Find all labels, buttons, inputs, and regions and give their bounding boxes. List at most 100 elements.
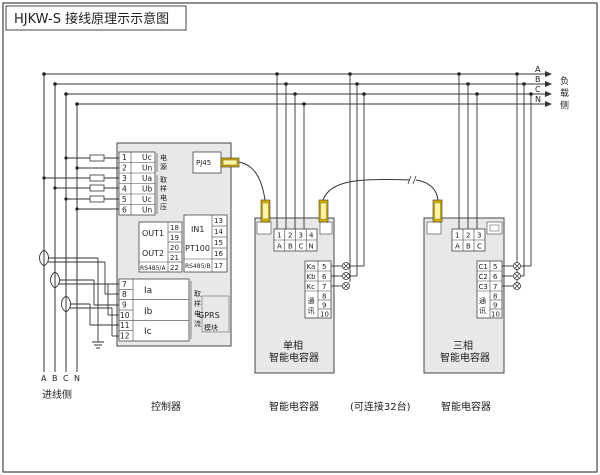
cs-k-num-6: 6 <box>322 273 327 281</box>
ct3-phase-c: C <box>477 243 482 251</box>
in-num-15: 15 <box>214 239 223 247</box>
vt-name-2: Un <box>142 164 152 173</box>
ct-name-ic: Ic <box>144 327 152 337</box>
gprs-label: GPRS <box>198 311 220 320</box>
ct-num-12: 12 <box>120 332 130 341</box>
load-side-char-2: 载 <box>560 87 569 99</box>
ct3-c-switch-marks <box>514 263 520 289</box>
bus-label-c: C <box>535 85 541 94</box>
ct-name-ib: Ib <box>144 307 153 317</box>
cs-phase-c: C <box>299 243 304 251</box>
cs-name-line2: 智能电容器 <box>269 351 319 364</box>
title-box <box>5 5 187 31</box>
ct-name-ia: Ia <box>144 286 152 296</box>
comm-cables <box>238 161 439 201</box>
chain-note: (可连接32台) <box>350 400 411 413</box>
vt-num-6: 6 <box>122 206 127 215</box>
voltage-terminal-grid <box>119 152 155 215</box>
ct3-port-left <box>426 221 442 235</box>
i-sample-label: 取 样 电 流 <box>194 290 201 328</box>
cs-comm-num-10: 10 <box>320 311 329 319</box>
out-num-19: 19 <box>170 234 179 242</box>
cs-bus-wires <box>276 74 305 229</box>
power-char-1: 电 <box>160 153 167 162</box>
out-num-18: 18 <box>170 224 179 232</box>
cs-phase-b: B <box>288 243 293 251</box>
pj45-connector-inner <box>222 159 238 166</box>
out-num-20: 20 <box>170 244 179 252</box>
incoming-n: N <box>74 374 80 383</box>
cs-port-left <box>256 221 272 235</box>
ct3-comm-char-1: 通 <box>479 296 486 305</box>
cs-caption: 智能电容器 <box>269 400 319 413</box>
in-num-13: 13 <box>214 217 223 225</box>
cs-comm-char-1: 通 <box>308 296 315 305</box>
ct3-bus-wires <box>458 74 478 229</box>
vt-num-2: 2 <box>122 164 127 173</box>
ct3-c-num-7: 7 <box>493 283 497 291</box>
is-char-1: 取 <box>194 290 201 298</box>
current-terminal-labels: 7 8 9 10 11 12 <box>120 280 130 341</box>
out-block <box>138 221 183 273</box>
plug-connectors <box>260 199 443 223</box>
is-char-4: 流 <box>194 319 201 328</box>
current-names: Ia Ib Ic <box>144 286 153 337</box>
ct3-num-3: 3 <box>477 232 481 240</box>
power-label: 电 源 <box>160 153 167 171</box>
in-num-17: 17 <box>214 262 223 270</box>
rs485b-label: RS485/B <box>185 263 211 270</box>
is-char-2: 样 <box>194 299 201 308</box>
ct3-name-line2: 智能电容器 <box>440 351 490 364</box>
vs-char-3: 电 <box>160 193 167 202</box>
ct3-port-right-inner <box>489 224 500 232</box>
is-char-3: 电 <box>194 309 201 318</box>
controller-caption: 控制器 <box>151 400 181 413</box>
vs-char-1: 取 <box>160 176 167 184</box>
ct3-phase-a: A <box>455 243 460 251</box>
vt-num-3: 3 <box>122 174 127 183</box>
cs-top-grid <box>274 229 317 251</box>
fuse-3 <box>89 184 105 192</box>
ct3-comm-num-8: 8 <box>493 293 497 301</box>
cs-k-kb: Kb <box>307 273 317 281</box>
out-nums: 18 19 20 21 22 <box>170 224 179 272</box>
cs-num-3: 3 <box>299 232 303 240</box>
voltage-fuses <box>89 154 105 203</box>
out-num-21: 21 <box>170 254 179 262</box>
gprs-module-label: 模块 <box>204 323 218 332</box>
cs-comm-num-9: 9 <box>322 302 326 310</box>
ct3-c-c1: C1 <box>479 263 488 271</box>
bus-arrows <box>545 71 552 107</box>
out1-label: OUT1 <box>142 229 164 238</box>
cs-num-4: 4 <box>309 232 314 240</box>
ct3-c-labels: C1 5 C2 6 C3 7 8 9 10 通 讯 <box>479 263 500 319</box>
cs-k-wires <box>331 74 365 287</box>
ct3-top-grid <box>452 229 485 251</box>
in-num-16: 16 <box>214 250 223 258</box>
ct3-c-wires <box>502 74 532 287</box>
vt-num-4: 4 <box>122 185 127 194</box>
rs485a-label: RS485/A <box>140 265 166 272</box>
cs-k-num-5: 5 <box>322 263 326 271</box>
current-terminal-grid <box>119 279 189 341</box>
vt-num-1: 1 <box>122 153 127 162</box>
ct3-num-1: 1 <box>455 232 459 240</box>
fuse-4 <box>89 195 105 203</box>
ct-num-8: 8 <box>122 290 127 299</box>
voltage-junctions <box>42 156 79 211</box>
cs-phase-a: A <box>277 243 282 251</box>
vt-name-6: Un <box>142 206 152 215</box>
bus-label-b: B <box>535 75 541 84</box>
cs-k-kc: Kc <box>307 283 316 291</box>
ct-num-9: 9 <box>122 301 127 310</box>
diagram-title: HJKW-S 接线原理示示意图 <box>14 11 169 27</box>
cs-name-line1: 单相 <box>283 339 303 352</box>
cs-k-grid <box>305 261 331 318</box>
ct3-c-grid <box>477 261 502 318</box>
ct3-c-num-5: 5 <box>493 263 497 271</box>
in-nums: 13 14 15 16 17 <box>214 217 223 270</box>
bus-lines <box>43 73 545 372</box>
ct3-c-terminal <box>476 260 503 319</box>
